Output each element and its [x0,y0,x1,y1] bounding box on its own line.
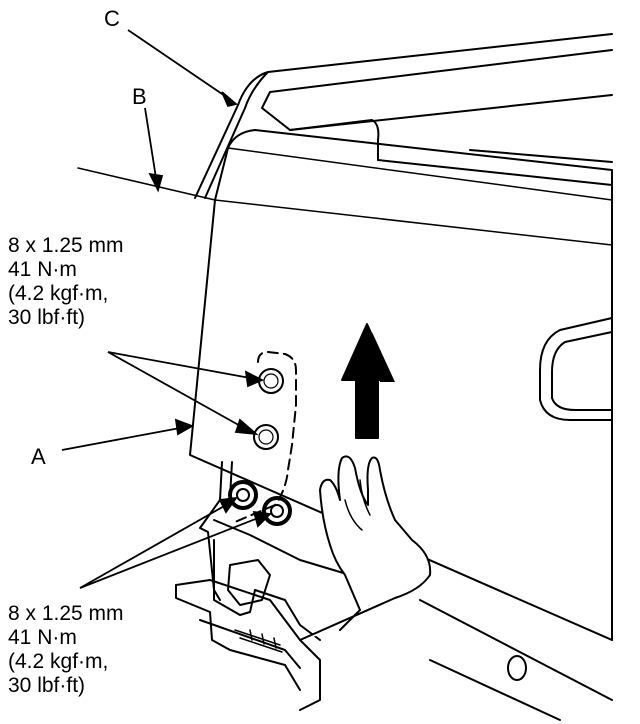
spec-lower-size: 8 x 1.25 mm [8,602,124,625]
lower-bolt-1 [228,480,258,510]
bed-inner-rail [289,119,380,161]
bed-cap-inner [261,49,613,131]
hinge-slots [234,629,283,653]
torque-spec-lower: 8 x 1.25 mm 41 N·m (4.2 kgf·m, 30 lbf·ft… [8,602,124,698]
callout-a: A [31,444,46,469]
spec-lower-kgf: (4.2 kgf·m, [8,650,109,673]
spec-upper-lbf: 30 lbf·ft) [8,306,86,329]
spec-lower-lbf: 30 lbf·ft) [8,674,86,697]
hand [299,455,432,641]
spec-upper-kgf: (4.2 kgf·m, [8,282,109,305]
hinge-base [175,579,321,711]
leader-lower-2 [79,517,259,589]
leader-upper-1 [107,351,251,379]
lower-body-line [419,599,613,721]
spec-upper-nm: 41 N·m [8,258,77,281]
hinge-bracket [199,461,351,641]
upper-bolt-1 [258,368,284,394]
tailgate-top-edge [214,147,613,246]
bed-cap-c [194,33,613,199]
hinge-mount [227,559,271,606]
spec-upper-size: 8 x 1.25 mm [8,234,124,257]
callout-b: B [132,84,147,109]
lower-body-hole [507,655,527,681]
leader-c [127,29,229,99]
leader-b [144,107,157,179]
reference-line-b [77,167,216,201]
bed-floor-line [377,149,613,186]
callout-c: C [104,6,120,31]
torque-spec-upper: 8 x 1.25 mm 41 N·m (4.2 kgf·m, 30 lbf·ft… [8,234,124,330]
leader-lower-1 [79,504,227,589]
leader-a [61,427,181,451]
leader-upper-2 [107,351,245,429]
spec-lower-nm: 41 N·m [8,626,77,649]
lower-bolt-2 [262,496,292,526]
upward-arrow-icon [341,323,395,439]
handle-recess [539,317,613,421]
upper-bolt-bracket [234,351,297,523]
upper-bolt-2 [253,424,279,450]
